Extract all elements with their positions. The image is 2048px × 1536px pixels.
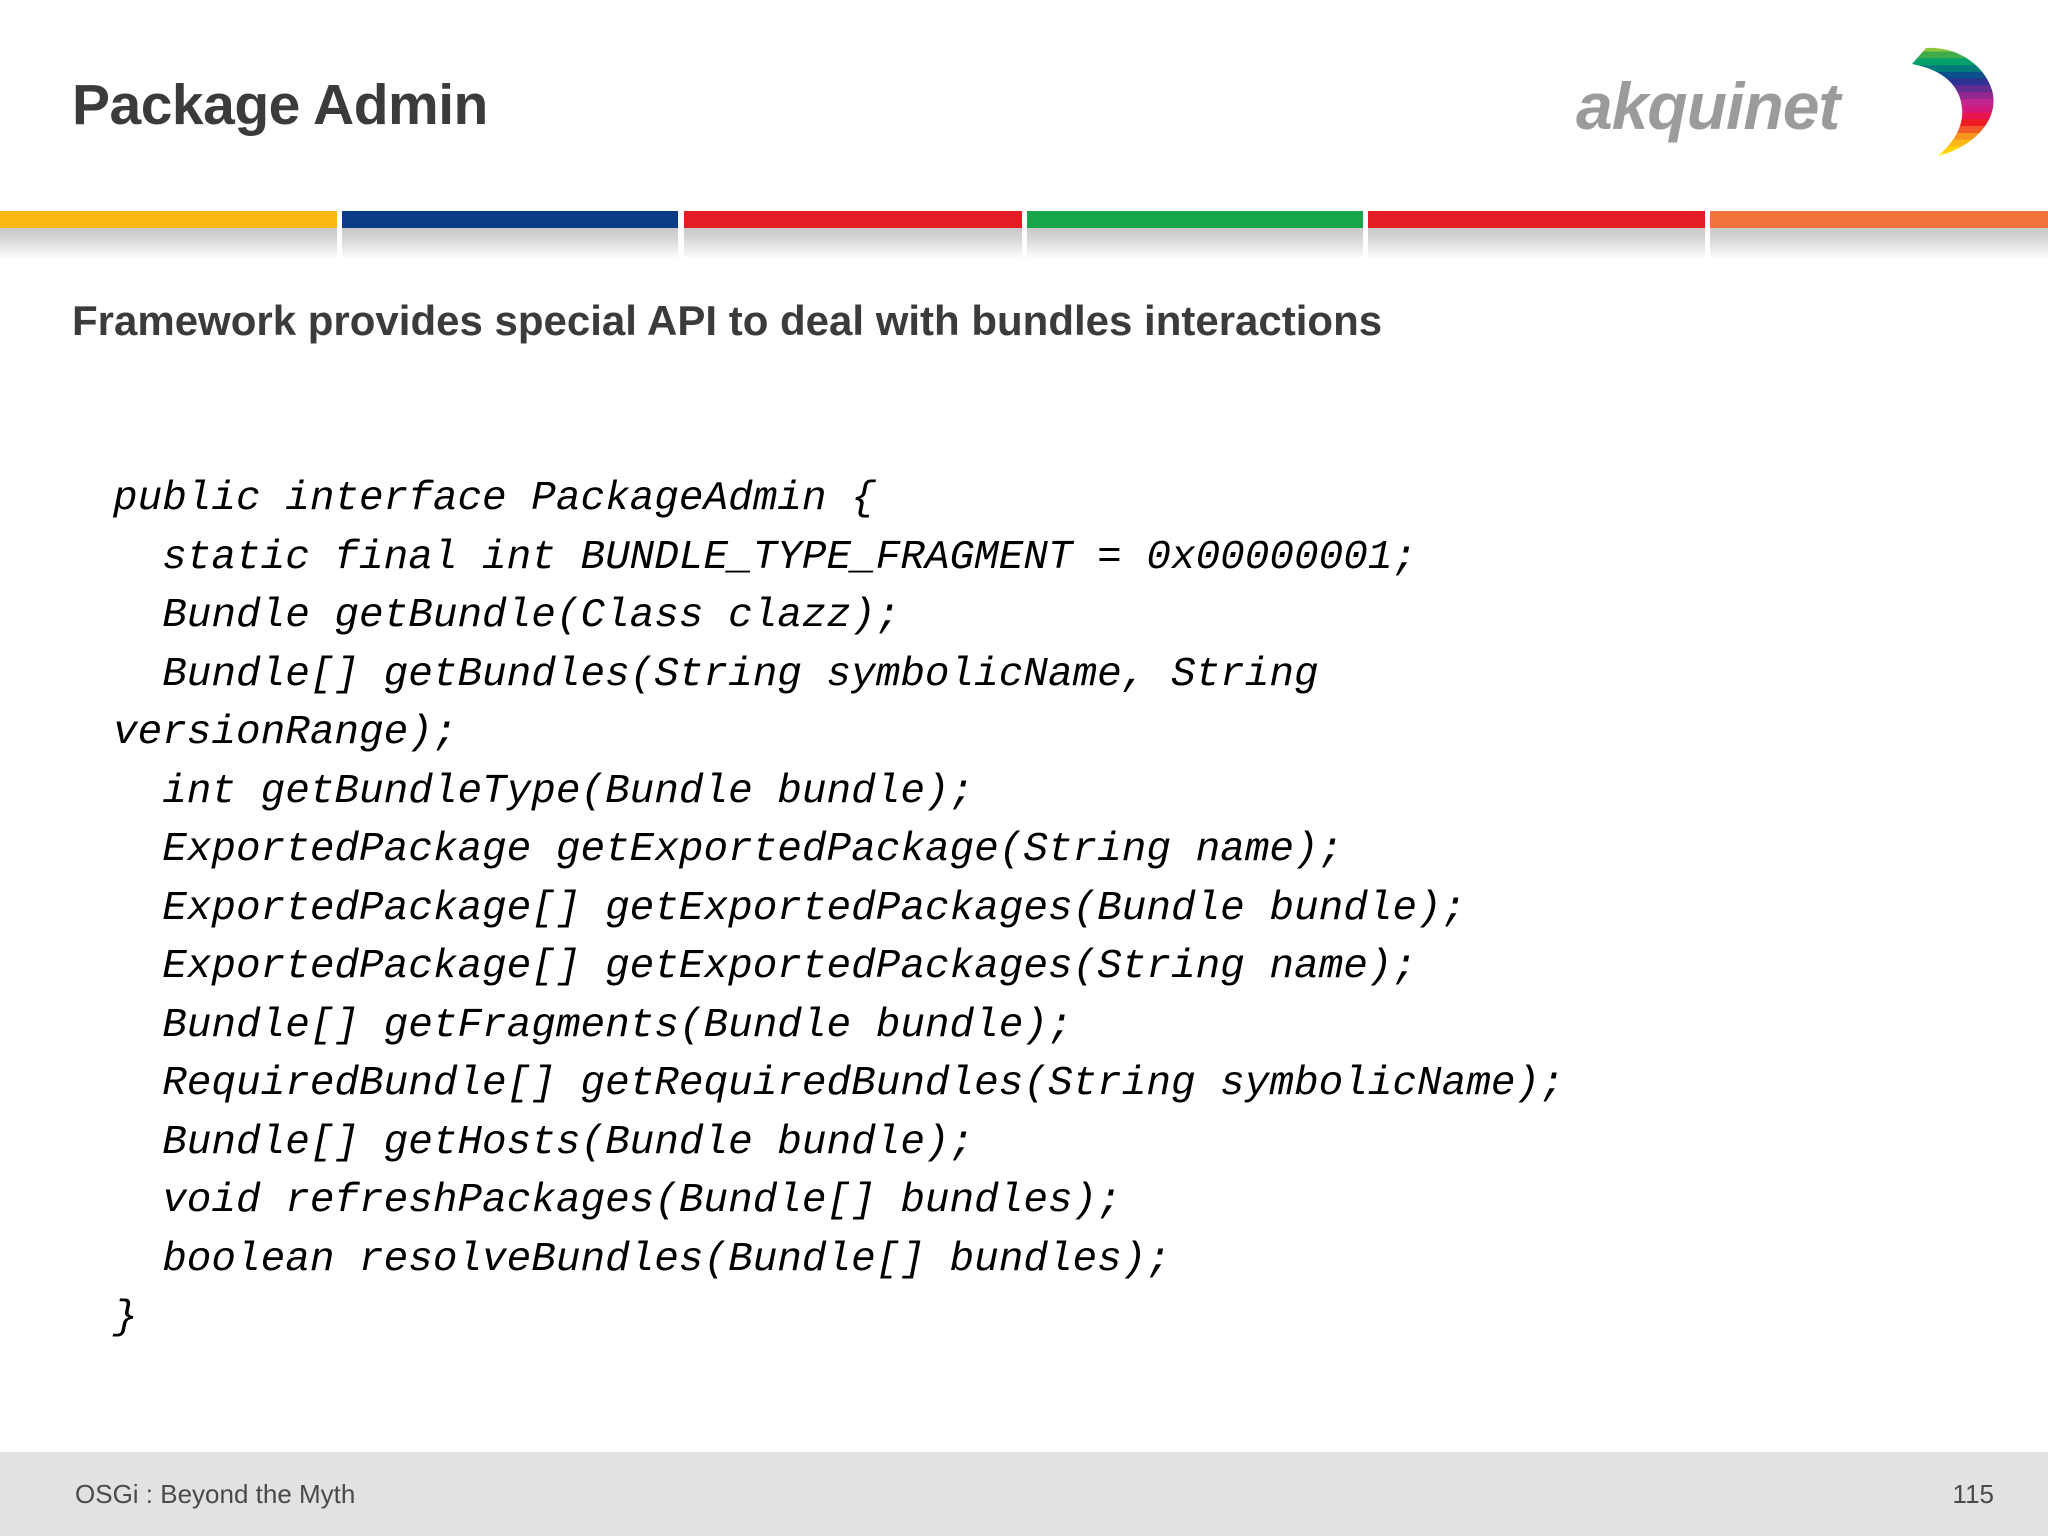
code-line: ExportedPackage getExportedPackage(Strin… <box>113 827 1344 873</box>
divider-segment-yellow <box>0 211 337 228</box>
divider-segment-yellow-shadow <box>0 228 337 259</box>
code-line: RequiredBundle[] getRequiredBundles(Stri… <box>113 1061 1565 1107</box>
divider-segment-orange <box>1710 211 2048 228</box>
divider-color-bar <box>0 211 2048 259</box>
footer-page-number: 115 <box>1952 1479 1994 1509</box>
code-line: static final int BUNDLE_TYPE_FRAGMENT = … <box>113 534 1418 581</box>
divider-segment-orange-shadow <box>1710 228 2048 259</box>
slide-footer: OSGi : Beyond the Myth 115 <box>0 1452 2048 1536</box>
code-line: Bundle getBundle(Class clazz); <box>113 593 901 639</box>
divider-segment-green-shadow <box>1027 228 1363 259</box>
divider-segment-blue-shadow <box>342 228 678 259</box>
divider-segment-red-2-shadow <box>1368 228 1705 259</box>
code-line: public interface PackageAdmin { <box>113 476 876 522</box>
code-line: boolean resolveBundles(Bundle[] bundles)… <box>113 1236 1171 1283</box>
code-line: void refreshPackages(Bundle[] bundles); <box>113 1178 1122 1224</box>
akquinet-swoosh-icon <box>1912 47 1994 156</box>
divider-segment-green <box>1027 211 1363 228</box>
code-line: int getBundleType(Bundle bundle); <box>113 768 975 815</box>
code-line: ExportedPackage[] getExportedPackages(St… <box>113 944 1418 990</box>
divider-segment-blue <box>342 211 678 228</box>
divider-segment-red-1-shadow <box>684 228 1022 259</box>
page-title: Package Admin <box>72 73 488 137</box>
footer-presentation-title: OSGi : Beyond the Myth <box>75 1479 356 1509</box>
akquinet-wordmark: akquinet <box>1576 69 1840 143</box>
code-block: public interface PackageAdmin { static f… <box>113 470 1993 1348</box>
code-line: Bundle[] getFragments(Bundle bundle); <box>113 1002 1073 1049</box>
akquinet-logo: akquinet <box>1576 38 1996 160</box>
code-line: Bundle[] getHosts(Bundle bundle); <box>113 1119 975 1166</box>
code-line: } <box>113 1295 138 1341</box>
code-line: versionRange); <box>113 710 458 756</box>
code-line: Bundle[] getBundles(String symbolicName,… <box>113 651 1319 698</box>
divider-segment-red-2 <box>1368 211 1705 228</box>
divider-segment-red-1 <box>684 211 1022 228</box>
code-line: ExportedPackage[] getExportedPackages(Bu… <box>113 885 1467 932</box>
slide-subtitle: Framework provides special API to deal w… <box>72 297 1383 344</box>
